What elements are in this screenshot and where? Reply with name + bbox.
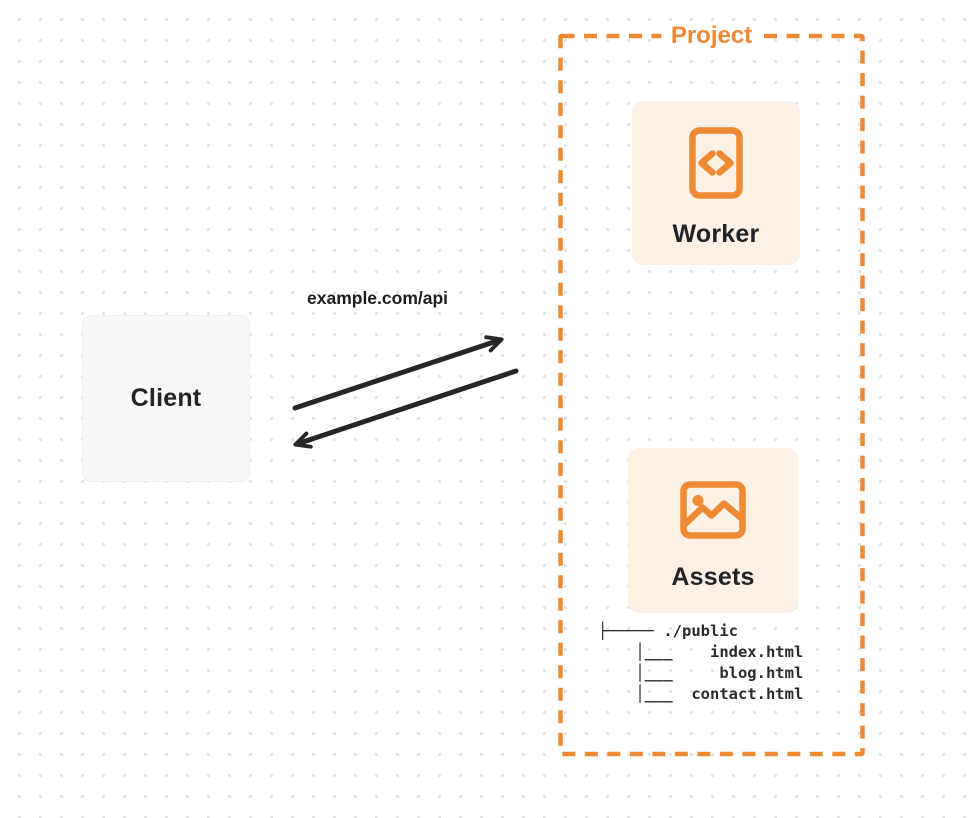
project-boundary: Project Worker Assets ├───── ./public │_… (558, 22, 865, 757)
assets-file-tree: ├───── ./public │___ index.html │___ blo… (598, 622, 804, 703)
assets-label: Assets (671, 563, 755, 591)
project-dashed-border (558, 33, 865, 757)
project-label: Project (660, 22, 763, 50)
worker-label: Worker (672, 220, 760, 248)
assets-node: Assets (628, 448, 798, 613)
image-icon (680, 481, 746, 539)
code-document-icon (689, 127, 743, 199)
request-url-label: example.com/api (307, 288, 449, 308)
request-arrow (292, 335, 504, 411)
client-label: Client (130, 384, 202, 412)
worker-node: Worker (632, 101, 800, 265)
response-arrow (293, 368, 519, 449)
client-node: Client (82, 315, 250, 482)
